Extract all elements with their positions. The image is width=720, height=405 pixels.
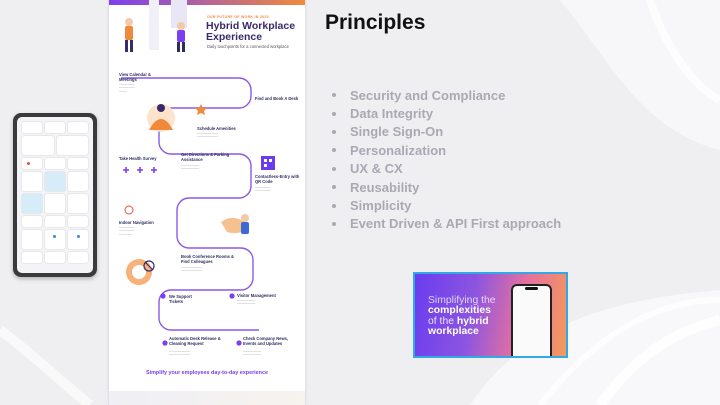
step-description: —————————————— (181, 164, 200, 171)
app-tile (68, 122, 88, 133)
principle-label: Single Sign-On (350, 124, 444, 140)
video-phone-image (511, 284, 552, 356)
step-book-conference: Book Conference Rooms & Find Colleagues (181, 254, 234, 264)
step-directions-parking: Get Directions & Parking Assistance (181, 152, 230, 162)
bullet-icon (332, 93, 336, 98)
app-icon-dot (27, 162, 30, 165)
principle-label: Personalization (350, 142, 447, 158)
app-tile (22, 158, 42, 169)
step-contactless-entry: Contactless-Entry with QR Code (255, 174, 300, 184)
step-description: —————————————— (237, 299, 256, 306)
app-tile (22, 122, 42, 133)
app-tile (22, 194, 42, 213)
infographic-journey-path (121, 0, 275, 346)
principle-item: Personalization (332, 141, 561, 159)
infographic-title: Hybrid Workplace Experience (206, 20, 296, 43)
app-tile (22, 230, 42, 249)
app-tile (45, 230, 65, 249)
infographic-bottom-band (109, 391, 305, 405)
bullet-icon (332, 221, 336, 226)
bullet-icon (332, 203, 336, 208)
principle-item: Data Integrity (332, 104, 561, 122)
step-health-survey: Take Health Survey (119, 156, 157, 161)
step-find-desk: Find and Book A Desk (255, 96, 299, 101)
principle-item: Event Driven & API First approach (332, 215, 561, 233)
app-tile (22, 252, 42, 263)
video-caption-bold: workplace (428, 326, 479, 338)
principle-label: Simplicity (350, 198, 412, 214)
principle-label: Security and Compliance (350, 87, 506, 103)
step-visitor-management: Visitor Management (237, 293, 276, 298)
app-tile (68, 216, 88, 227)
video-caption-text: of the (428, 315, 454, 327)
principle-item: UX & CX (332, 160, 561, 178)
principles-list: Security and Compliance Data Integrity S… (332, 86, 561, 233)
bullet-icon (332, 148, 336, 153)
app-icon-dot (53, 235, 56, 238)
step-description: —————————————— (243, 350, 262, 357)
step-description: ——————————————— (119, 83, 135, 93)
video-caption-line: complexities (428, 306, 496, 316)
app-tile (56, 136, 88, 155)
infographic-kicker: OUR FUTURE OF WORK IN 2025 (207, 15, 269, 19)
video-caption-bold: hybrid (456, 315, 489, 327)
bullet-icon (332, 129, 336, 134)
infographic-top-bar (109, 0, 305, 5)
phone-app-mockup (13, 113, 97, 277)
app-tile (45, 172, 65, 191)
app-tile (68, 172, 88, 191)
app-tile (22, 172, 42, 191)
infographic-footer: Simplify your employees day-to-day exper… (146, 370, 268, 376)
step-description: ————————————————— (119, 226, 135, 236)
video-caption-line: workplace (428, 327, 496, 337)
step-indoor-navigation: Indoor Navigation (119, 220, 154, 225)
principle-item: Simplicity (332, 196, 561, 214)
principle-label: Reusability (350, 179, 420, 195)
step-schedule-amenities: Schedule Amenities (197, 126, 236, 131)
app-tile (22, 216, 42, 227)
phone-notch (525, 287, 538, 290)
principle-label: Data Integrity (350, 106, 434, 122)
app-tile (68, 158, 88, 169)
app-tile (68, 230, 88, 249)
app-tile (22, 136, 54, 155)
step-view-calendar: View Calendar & Meetings (119, 72, 152, 82)
video-caption-bold: complexities (428, 305, 491, 317)
app-tile (68, 194, 88, 213)
principle-item: Reusability (332, 178, 561, 196)
step-description: ———————————————— (181, 266, 202, 273)
bullet-icon (332, 111, 336, 116)
video-phone-screen (513, 286, 550, 356)
video-caption-line: of the hybrid (428, 315, 496, 327)
step-description: ———————————— (255, 186, 271, 193)
step-description: ———————————————— (169, 350, 190, 357)
video-thumbnail[interactable]: Simplifying the complexities of the hybr… (413, 272, 568, 358)
step-desk-release: Automatic Desk Release & Cleaning Reques… (169, 336, 221, 346)
principle-item: Security and Compliance (332, 86, 561, 104)
infographic-subtitle: Daily touchpoints for a connected workpl… (207, 44, 289, 49)
principle-item: Single Sign-On (332, 123, 561, 141)
bullet-icon (332, 166, 336, 171)
hybrid-workplace-infographic: OUR FUTURE OF WORK IN 2025 Hybrid Workpl… (109, 0, 305, 405)
phone-screen (17, 117, 93, 273)
app-tile (45, 158, 65, 169)
app-tile (45, 122, 65, 133)
app-tile (45, 194, 65, 213)
principle-label: UX & CX (350, 161, 403, 177)
app-icon-dot (77, 235, 80, 238)
principle-label: Event Driven & API First approach (350, 216, 562, 232)
step-company-news: Check Company News, Events and Updates (243, 336, 289, 346)
app-tile (68, 252, 88, 263)
slide-title: Principles (325, 11, 426, 34)
step-description: ———————————————— (197, 132, 218, 139)
bullet-icon (332, 185, 336, 190)
app-tile (45, 216, 65, 227)
video-caption: Simplifying the complexities of the hybr… (428, 295, 496, 338)
step-support-tickets: We Support Tickets (169, 294, 192, 304)
app-tile (45, 252, 65, 263)
video-caption-line: Simplifying the (428, 295, 496, 306)
